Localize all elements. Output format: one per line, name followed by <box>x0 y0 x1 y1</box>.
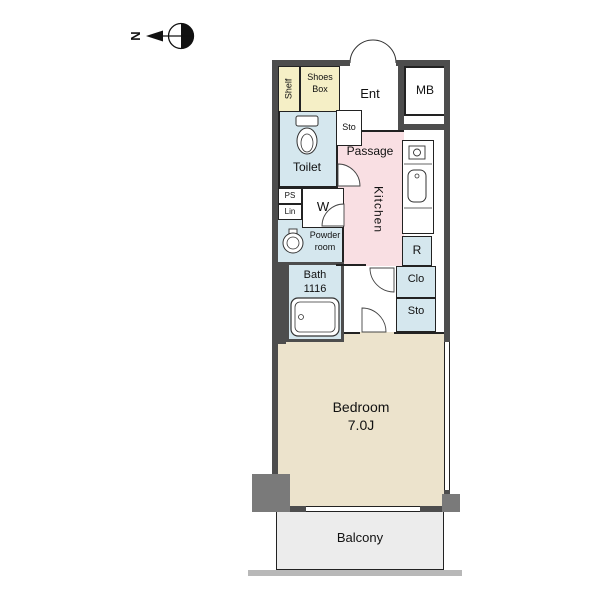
window-right <box>444 342 450 490</box>
shoes-box <box>300 66 340 112</box>
closet-label: Clo <box>407 273 425 285</box>
balcony-label: Balcony <box>336 530 384 545</box>
shoes-box-label: Shoes Box <box>307 72 333 94</box>
linen-box <box>278 204 302 220</box>
bath-label: Bath 1116 <box>288 268 342 296</box>
passage-label: Passage <box>346 144 394 158</box>
washer-label: W <box>316 198 330 214</box>
wall-bottom-right-stub <box>420 506 450 512</box>
kitchen-label: Kitchen <box>371 186 386 234</box>
entrance-storage-label: Sto <box>342 122 356 133</box>
compass-icon: N <box>128 22 195 50</box>
bedroom-label: Bedroom 7.0J <box>300 398 422 438</box>
wall-entrance-divider <box>398 60 404 130</box>
pipe-space-box <box>278 188 302 204</box>
bedroom-size: 7.0J <box>347 417 375 434</box>
bath-size: 1116 <box>303 283 327 296</box>
partition-bedroom-top-right <box>394 332 444 334</box>
toilet-label: Toilet <box>292 160 321 174</box>
balcony-base-bar <box>248 570 462 576</box>
bedroom-floor <box>278 332 444 506</box>
shelf-box <box>278 66 300 112</box>
entrance-label: Ent <box>360 86 380 101</box>
closet-storage-label: Sto <box>407 305 425 317</box>
meter-box-label: MB <box>416 83 434 98</box>
closet-storage-box <box>396 298 436 332</box>
partition-bedroom-top-left <box>344 332 360 334</box>
wall-right-upper <box>444 60 450 342</box>
balcony-floor <box>276 512 444 570</box>
partition-passage-vestibule <box>336 264 366 266</box>
entrance-door-arc <box>349 39 397 64</box>
toilet-room <box>278 110 338 188</box>
refrigerator-label: R <box>412 243 422 258</box>
pillar-bottom-left <box>252 474 290 512</box>
powder-room-label: Powder room <box>309 230 341 252</box>
passage-kitchen-floor <box>338 130 404 268</box>
bedroom-name: Bedroom <box>332 399 390 415</box>
wall-bath-left <box>278 262 286 344</box>
bath-name: Bath <box>303 269 327 281</box>
shelf-label: Shelf <box>283 78 294 100</box>
pillar-bottom-right <box>442 494 460 512</box>
wall-top-right <box>396 60 450 66</box>
wall-meterbox-bottom <box>398 124 450 130</box>
closet-box <box>396 266 436 298</box>
wall-top-left <box>272 60 350 66</box>
shelf-label-wrap: Shelf <box>278 66 300 112</box>
pipe-space-label: PS <box>284 190 296 200</box>
window-balcony <box>306 506 420 512</box>
vestibule-floor <box>344 266 396 332</box>
kitchen-counter <box>402 140 434 234</box>
wall-left <box>272 60 278 512</box>
linen-label: Lin <box>284 206 296 216</box>
refrigerator-space <box>402 236 432 266</box>
compass-north-label: N <box>128 31 143 40</box>
entrance-storage-box <box>336 110 362 146</box>
